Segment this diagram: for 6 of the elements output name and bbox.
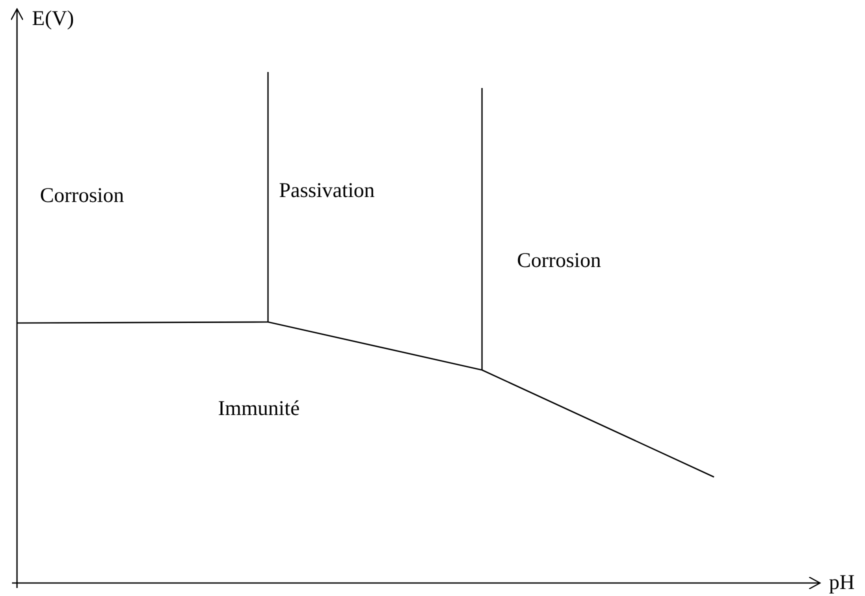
region-label: Passivation (279, 180, 375, 201)
region-label: Immunité (218, 398, 300, 419)
axis-label: E(V) (32, 8, 74, 29)
region-label: Corrosion (517, 250, 601, 271)
axis-label: pH (829, 572, 855, 593)
region-label: Corrosion (40, 185, 124, 206)
